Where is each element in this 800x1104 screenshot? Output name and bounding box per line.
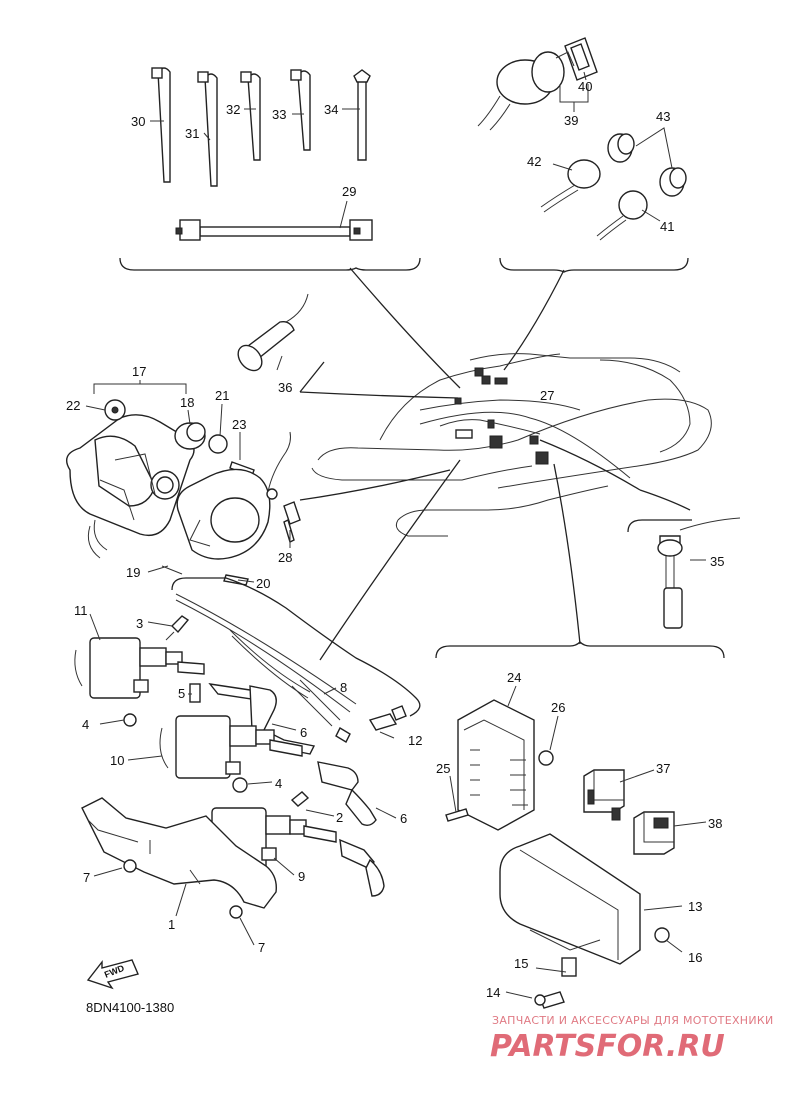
callout-17: 17 <box>132 364 146 379</box>
callout-23: 23 <box>232 417 246 432</box>
callout-3: 3 <box>136 616 143 631</box>
callout-2: 2 <box>336 810 343 825</box>
callout-14: 14 <box>486 985 500 1000</box>
callout-13: 13 <box>688 899 702 914</box>
callout-labels: 1 2 3 4 4 5 6 6 7 7 8 9 10 11 12 13 14 1… <box>66 79 774 1064</box>
relay-37 <box>583 769 625 821</box>
callout-41: 41 <box>660 219 674 234</box>
callout-35: 35 <box>710 554 724 569</box>
pointer-line-2 <box>503 269 565 371</box>
callout-6-top: 6 <box>300 725 307 740</box>
callout-25: 25 <box>436 761 450 776</box>
pointer-line-1 <box>349 267 461 389</box>
group-brace-36 <box>299 361 325 393</box>
callout-11: 11 <box>74 603 88 618</box>
group-brace-left <box>119 257 421 271</box>
callout-4-left: 4 <box>82 717 89 732</box>
cdi-unit-13 <box>499 833 670 1009</box>
pointer-line-7 <box>553 463 581 645</box>
callout-21: 21 <box>215 388 229 403</box>
band-group <box>151 67 373 241</box>
callout-43: 43 <box>656 109 670 124</box>
callout-31: 31 <box>185 126 199 141</box>
callout-19: 19 <box>126 565 140 580</box>
spark-cap-6-bottom <box>339 838 385 897</box>
bulb-socket-35 <box>627 517 741 629</box>
callout-10: 10 <box>110 753 124 768</box>
callout-26: 26 <box>551 700 565 715</box>
condenser-36 <box>237 293 309 372</box>
callout-22: 22 <box>66 398 80 413</box>
callout-16: 16 <box>688 950 702 965</box>
leader-lines-top-left <box>150 108 360 229</box>
callout-27: 27 <box>540 388 554 403</box>
callout-39: 39 <box>564 113 578 128</box>
callout-40: 40 <box>578 79 592 94</box>
bolt-28 <box>266 431 301 548</box>
rectifier-regulator-24 <box>445 699 554 831</box>
callout-33: 33 <box>272 107 286 122</box>
callout-15: 15 <box>514 956 528 971</box>
ignition-coil-11 <box>74 615 205 699</box>
callout-4-right: 4 <box>275 776 282 791</box>
pointer-line-6 <box>319 459 461 661</box>
callout-32: 32 <box>226 102 240 117</box>
pointer-line-4 <box>299 391 459 399</box>
main-switch-group <box>477 37 687 241</box>
callout-24: 24 <box>507 670 521 685</box>
callout-7-bottom: 7 <box>258 940 265 955</box>
spark-cap-6-right <box>317 761 377 827</box>
drawing-code: 8DN4100-1380 <box>86 1000 174 1015</box>
callout-20: 20 <box>256 576 270 591</box>
leader-27 <box>419 411 631 479</box>
callout-42: 42 <box>527 154 541 169</box>
leader-lines-17-23 <box>85 380 255 583</box>
relay-38 <box>633 811 675 855</box>
callout-29: 29 <box>342 184 356 199</box>
callout-9: 9 <box>298 869 305 884</box>
callout-30: 30 <box>131 114 145 129</box>
wire-harness-8 <box>175 593 407 743</box>
callout-28: 28 <box>278 550 292 565</box>
callout-5: 5 <box>178 686 185 701</box>
group-brace-bottom-right <box>435 641 725 659</box>
vehicle-outline <box>311 353 712 537</box>
leader-lines-coils <box>89 613 397 946</box>
watermark-site: PARTSFOR.RU <box>490 1029 725 1064</box>
pointer-line-3 <box>539 439 641 491</box>
callout-38: 38 <box>708 816 722 831</box>
bracket-1 <box>81 797 277 919</box>
fwd-arrow-icon <box>86 959 139 990</box>
callout-36: 36 <box>278 380 292 395</box>
pulser-assembly <box>66 399 271 586</box>
leader-lines-top-right <box>552 71 673 222</box>
leader-lines-bottom-right <box>449 685 707 999</box>
callout-1: 1 <box>168 917 175 932</box>
callout-12: 12 <box>408 733 422 748</box>
callout-7-left: 7 <box>83 870 90 885</box>
callout-34: 34 <box>324 102 338 117</box>
pointer-line-5 <box>299 469 451 501</box>
group-brace-coils <box>171 577 421 717</box>
pointer-line-8 <box>639 489 691 511</box>
ignition-coil-10 <box>123 683 303 779</box>
watermark-tagline: ЗАПЧАСТИ И АКСЕССУАРЫ ДЛЯ МОТОТЕХНИКИ <box>492 1014 774 1027</box>
callout-18: 18 <box>180 395 194 410</box>
callout-37: 37 <box>656 761 670 776</box>
group-brace-right <box>499 257 689 273</box>
callout-8: 8 <box>340 680 347 695</box>
callout-6-bottom: 6 <box>400 811 407 826</box>
